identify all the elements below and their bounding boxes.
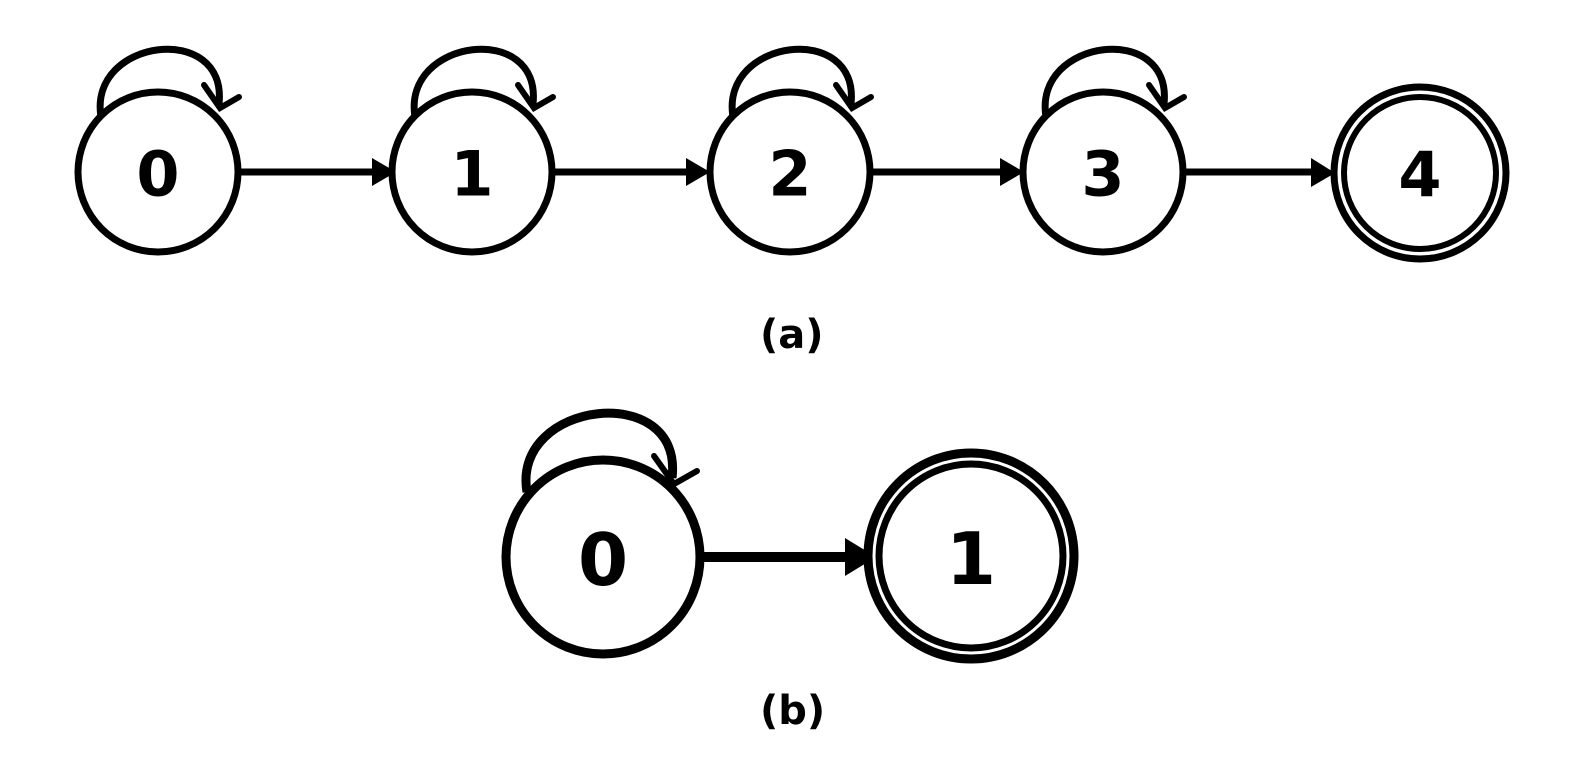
arrowhead-icon [201,82,242,112]
transitions-a [239,158,1335,187]
state-label: 1 [450,138,493,211]
state-a-2[interactable]: 2 [706,88,874,256]
state-label: 1 [946,517,996,601]
state-outline [501,455,705,659]
state-label: 4 [1398,139,1441,212]
state-a-3[interactable]: 3 [1019,88,1187,256]
self-loop-arc [1041,45,1168,118]
states-b: 0 1 [501,448,1079,664]
self-loop-a-2[interactable] [728,45,874,118]
diagram-a: 0 1 2 3 4 [74,45,1510,263]
transition-a-0-to-1[interactable] [239,158,396,186]
state-outline [1019,88,1187,256]
caption-b: (b) [760,688,826,734]
self-loop-arc [521,408,677,493]
caption-a: (a) [760,312,824,358]
self-loop-b-0[interactable] [521,408,700,493]
state-label: 0 [136,138,179,211]
diagram-b: 0 1 [501,408,1079,664]
state-outline [388,88,556,256]
arrowhead-icon [686,158,710,186]
state-outline-inner [875,460,1067,652]
arrowhead-icon [1146,82,1187,112]
state-a-0[interactable]: 0 [74,88,242,256]
self-loop-a-1[interactable] [410,45,556,118]
arrowhead-icon [833,82,874,112]
arrowhead-icon [845,538,876,576]
self-loops-a [96,45,1187,118]
state-outline-inner [1341,94,1499,252]
transition-a-1-to-2[interactable] [553,158,710,186]
arrowhead-icon [372,158,396,186]
state-outline [74,88,242,256]
self-loop-arc [410,45,537,118]
states-a: 0 1 2 3 4 [74,83,1510,263]
arrowhead-icon [515,82,556,112]
arrowhead-icon [1311,158,1335,187]
state-b-1-accepting[interactable]: 1 [863,448,1079,664]
state-label: 0 [578,518,628,602]
transition-a-2-to-3[interactable] [871,158,1024,186]
state-b-0[interactable]: 0 [501,455,705,659]
transition-b-0-to-1[interactable] [699,538,876,576]
self-loop-arc [96,45,223,118]
state-outline [706,88,874,256]
self-loop-a-0[interactable] [96,45,242,118]
self-loop-a-3[interactable] [1041,45,1187,118]
arrowhead-icon [651,453,700,488]
state-label: 3 [1081,138,1124,211]
state-label: 2 [768,138,811,211]
state-a-1[interactable]: 1 [388,88,556,256]
transition-a-3-to-4[interactable] [1184,158,1335,187]
state-a-4-accepting[interactable]: 4 [1330,83,1510,263]
arrowhead-icon [1000,158,1024,186]
self-loop-arc [728,45,855,118]
